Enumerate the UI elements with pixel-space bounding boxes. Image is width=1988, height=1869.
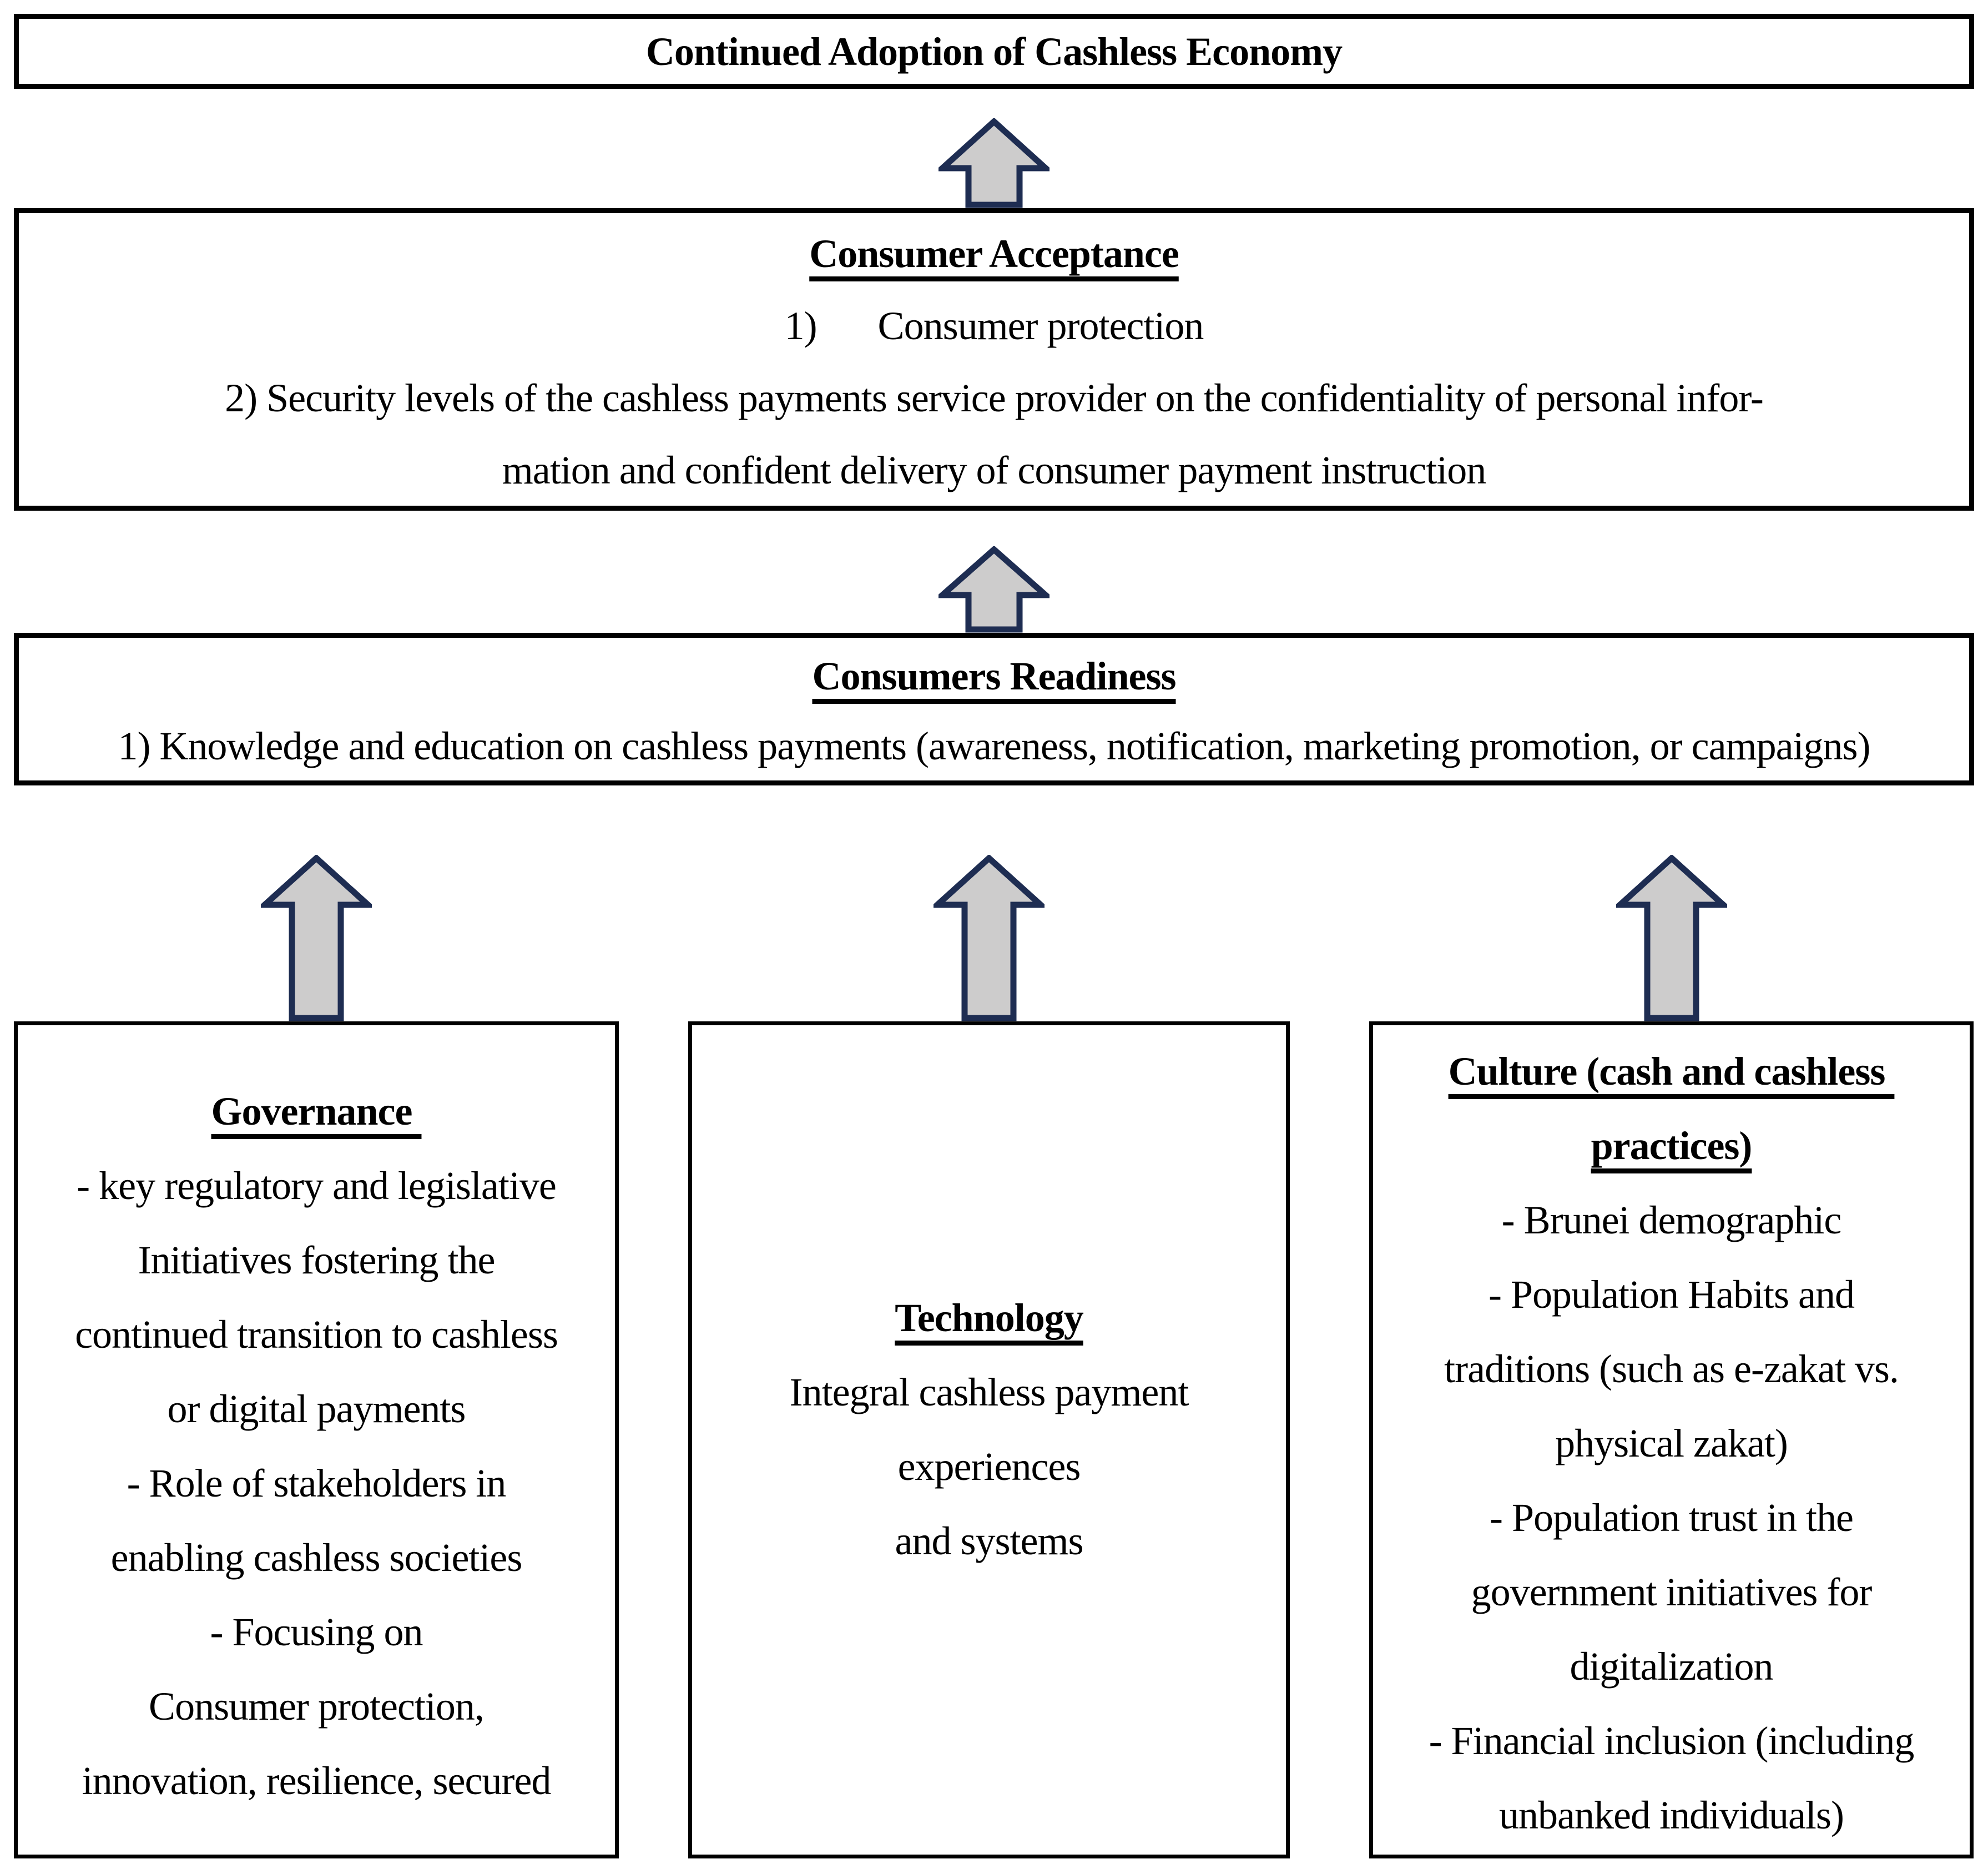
consumer-acceptance-item-2-line-2: mation and confident delivery of consume… bbox=[502, 448, 1487, 492]
technology-arrow-cell bbox=[688, 855, 1290, 1021]
governance-line: - key regulatory and legislative bbox=[77, 1163, 557, 1208]
up-arrow-icon bbox=[261, 855, 372, 1021]
technology-line: and systems bbox=[895, 1519, 1084, 1563]
consumer-acceptance-box: Consumer Acceptance 1) Consumer protectio… bbox=[14, 208, 1974, 511]
up-arrow-icon bbox=[1616, 855, 1727, 1021]
up-arrow-shape bbox=[261, 855, 372, 1021]
culture-line: unbanked individuals) bbox=[1499, 1793, 1844, 1837]
up-arrow-shape bbox=[934, 855, 1045, 1021]
consumer-acceptance-title: Consumer Acceptance bbox=[809, 231, 1179, 276]
governance-line: - Role of stakeholders in bbox=[127, 1461, 507, 1505]
consumer-acceptance-item-1: 1) Consumer protection bbox=[19, 290, 1969, 362]
technology-title: Technology bbox=[895, 1296, 1083, 1340]
culture-line: - Population Habits and bbox=[1489, 1272, 1855, 1317]
up-arrow-shape bbox=[939, 546, 1049, 633]
consumers-readiness-item-1: 1) Knowledge and education on cashless p… bbox=[118, 724, 1870, 768]
consumers-readiness-title: Consumers Readiness bbox=[812, 654, 1176, 698]
governance-line: Consumer protection, bbox=[149, 1684, 485, 1729]
up-arrow-shape bbox=[1616, 855, 1727, 1021]
governance-title: Governance bbox=[211, 1089, 422, 1134]
technology-box: Technology Integral cashless payment exp… bbox=[688, 1021, 1290, 1858]
culture-line: - Brunei demographic bbox=[1501, 1198, 1842, 1242]
culture-box: Culture (cash and cashless practices) - … bbox=[1369, 1021, 1974, 1858]
culture-line: - Financial inclusion (including bbox=[1429, 1719, 1915, 1763]
arrow-row-top bbox=[14, 118, 1974, 208]
culture-arrow-cell bbox=[1369, 855, 1974, 1021]
culture-line: physical zakat) bbox=[1555, 1421, 1788, 1465]
governance-line: innovation, resilience, secured bbox=[82, 1759, 552, 1803]
governance-heading: Governance bbox=[18, 1074, 615, 1148]
culture-heading-line-2: practices) bbox=[1373, 1109, 1970, 1183]
up-arrow-icon bbox=[939, 546, 1049, 633]
consumers-readiness-box: Consumers Readiness 1) Knowledge and edu… bbox=[14, 633, 1974, 785]
governance-arrow-cell bbox=[14, 855, 619, 1021]
technology-line: experiences bbox=[897, 1444, 1081, 1489]
governance-line: Initiatives fostering the bbox=[138, 1238, 496, 1282]
arrow-row-middle bbox=[14, 546, 1974, 633]
item-1-text: Consumer protection bbox=[877, 304, 1204, 348]
culture-line: - Population trust in the bbox=[1490, 1495, 1854, 1540]
up-arrow-icon bbox=[934, 855, 1045, 1021]
technology-line: Integral cashless payment bbox=[789, 1370, 1189, 1414]
pillar-boxes-row: Governance - key regulatory and legislat… bbox=[14, 1021, 1974, 1858]
up-arrow-shape bbox=[939, 118, 1049, 208]
culture-title-line-2: practices) bbox=[1591, 1124, 1753, 1168]
consumer-acceptance-heading: Consumer Acceptance bbox=[19, 218, 1969, 290]
continued-adoption-box: Continued Adoption of Cashless Economy bbox=[14, 14, 1974, 89]
governance-line: - Focusing on bbox=[210, 1610, 423, 1654]
culture-title-line-1: Culture (cash and cashless bbox=[1448, 1049, 1895, 1094]
governance-line: enabling cashless societies bbox=[110, 1535, 523, 1580]
culture-line: government initiatives for bbox=[1471, 1570, 1873, 1614]
continued-adoption-title: Continued Adoption of Cashless Economy bbox=[645, 29, 1343, 74]
culture-heading-line-1: Culture (cash and cashless bbox=[1373, 1034, 1970, 1109]
arrow-row-bottom bbox=[14, 855, 1974, 1021]
culture-line: digitalization bbox=[1570, 1644, 1774, 1689]
up-arrow-icon bbox=[939, 118, 1049, 208]
culture-line: traditions (such as e-zakat vs. bbox=[1444, 1347, 1899, 1391]
consumer-acceptance-item-2-line-1: 2) Security levels of the cashless payme… bbox=[225, 376, 1764, 420]
governance-line: or digital payments bbox=[167, 1387, 466, 1431]
governance-line: continued transition to cashless bbox=[75, 1312, 558, 1357]
technology-heading: Technology bbox=[692, 1281, 1286, 1355]
item-1-number: 1) bbox=[784, 304, 818, 348]
governance-box: Governance - key regulatory and legislat… bbox=[14, 1021, 619, 1858]
consumers-readiness-heading: Consumers Readiness bbox=[19, 641, 1969, 711]
